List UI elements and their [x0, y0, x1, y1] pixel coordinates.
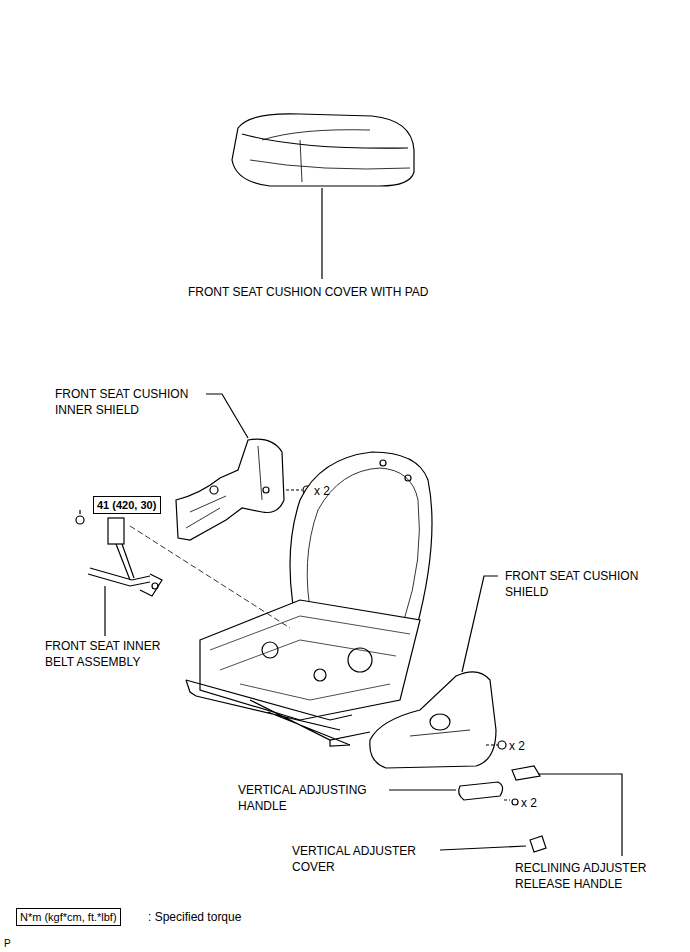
cushion-pad-drawing — [232, 114, 414, 186]
screw-symbol — [512, 799, 518, 805]
part-name: VERTICAL ADJUSTER COVER — [292, 843, 437, 875]
page-mark: P — [4, 936, 24, 952]
quantity: x 2 — [314, 483, 354, 499]
part-name: FRONT SEAT CUSHION SHIELD — [505, 568, 655, 600]
torque-value: N*m (kgf*cm, ft.*lbf) — [20, 911, 117, 923]
adjuster-cover-drawing — [530, 836, 546, 852]
part-name: RECLINING ADJUSTER RELEASE HANDLE — [515, 860, 680, 892]
quantity: x 2 — [509, 738, 549, 754]
quantity: x 2 — [521, 795, 561, 811]
part-name: VERTICAL ADJUSTING HANDLE — [238, 782, 383, 814]
part-name: FRONT SEAT CUSHION COVER WITH PAD — [188, 284, 488, 300]
torque-value: 41 (420, 30) — [97, 499, 156, 511]
part-name: FRONT SEAT INNER BELT ASSEMBLY — [45, 638, 175, 670]
vertical-handle-drawing — [459, 782, 503, 800]
legend-text: : Specified torque — [148, 909, 348, 925]
leader-line — [538, 774, 622, 856]
release-handle-drawing — [512, 766, 540, 780]
part-name: FRONT SEAT CUSHION INNER SHIELD — [55, 386, 205, 418]
leader-line — [206, 394, 248, 438]
inner-shield-drawing — [176, 439, 284, 540]
leader-line — [389, 789, 456, 790]
leader-line — [440, 846, 526, 850]
inner-belt-drawing — [88, 518, 162, 596]
nut-symbol — [76, 516, 84, 524]
leader-line — [286, 489, 302, 490]
leader-line — [462, 576, 498, 672]
dashed-line — [130, 526, 290, 628]
leader-line — [321, 188, 322, 279]
leader-line — [104, 586, 105, 636]
leader-line — [79, 510, 80, 514]
cushion-shield-drawing — [370, 672, 496, 768]
torque-box: 41 (420, 30) — [93, 496, 161, 514]
legend-box: N*m (kgf*cm, ft.*lbf) — [16, 908, 121, 926]
screw-symbol — [498, 741, 506, 749]
